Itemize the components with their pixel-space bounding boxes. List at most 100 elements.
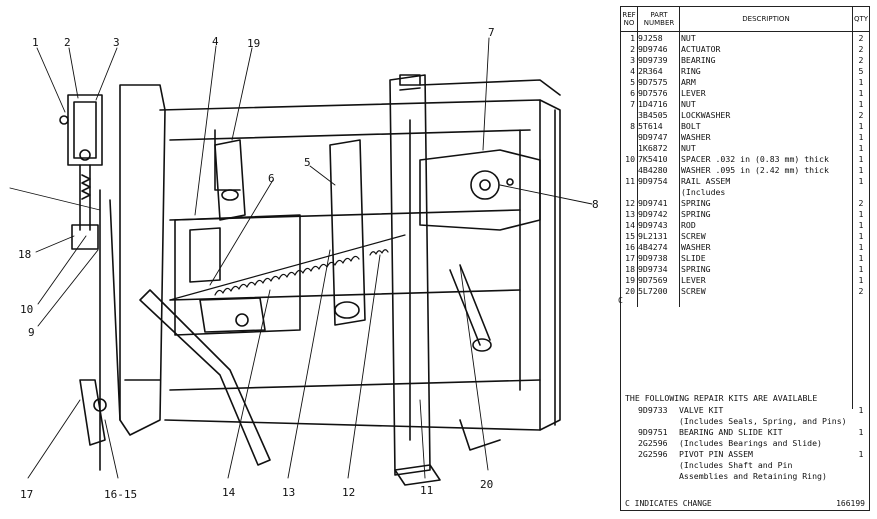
kit-row: (Includes Seals, Spring, and Pins): [621, 416, 869, 427]
callout-5: 5: [304, 156, 311, 169]
drawing-number: 166199: [836, 499, 865, 508]
description-cell: BEARING: [681, 55, 716, 65]
ref-cell: 4: [630, 66, 635, 76]
valve-block: [174, 214, 301, 336]
kit-description: BEARING AND SLIDE KIT: [679, 427, 783, 437]
col-divider: [637, 7, 638, 307]
ref-cell: 18: [625, 264, 635, 274]
qty-cell: 2: [858, 55, 864, 65]
ref-cell: 5: [630, 77, 635, 87]
description-cell: SPRING: [681, 209, 711, 219]
kit-description: VALVE KIT: [679, 405, 724, 415]
part-number-cell: 9D9739: [638, 55, 668, 65]
part-number-cell: 1D4716: [638, 99, 668, 109]
part-number-cell: 9D9738: [638, 253, 668, 263]
ref-cell: 15: [625, 231, 635, 241]
qty-cell: 1: [858, 77, 864, 87]
kit-row: 2G2596(Includes Bearings and Slide): [621, 438, 869, 449]
callout-6: 6: [268, 172, 275, 185]
kit-part-number: 9D9751: [638, 427, 668, 437]
part-number-cell: 4B4274: [638, 242, 668, 252]
kit-qty: 1: [858, 427, 864, 437]
base-frame: [119, 79, 561, 436]
kit-row: (Includes Shaft and Pin: [621, 460, 869, 471]
part-number-cell: 9D9743: [638, 220, 668, 230]
description-cell: ACTUATOR: [681, 44, 721, 54]
part-number-cell: 9L2131: [638, 231, 668, 241]
description-cell: ROD: [681, 220, 696, 230]
part-number-cell: 7K5410: [638, 154, 668, 164]
description-cell: RING: [681, 66, 701, 76]
qty-cell: 1: [858, 220, 864, 230]
part-number-cell: 9D9746: [638, 44, 668, 54]
description-cell: LEVER: [681, 275, 706, 285]
qty-cell: 1: [858, 154, 864, 164]
arm: [329, 139, 366, 326]
description-cell: NUT: [681, 143, 696, 153]
kits-heading: THE FOLLOWING REPAIR KITS ARE AVAILABLE: [625, 393, 818, 403]
description-cell: SLIDE: [681, 253, 706, 263]
change-note: C INDICATES CHANGE: [625, 499, 712, 508]
table-header: REF NO PART NUMBER DESCRIPTION QTY: [621, 7, 869, 32]
kit-description: PIVOT PIN ASSEM: [679, 449, 753, 459]
part-number-cell: 9D7575: [638, 77, 668, 87]
description-cell: NUT: [681, 33, 696, 43]
header-ref: REF NO: [622, 11, 636, 27]
callout-8: 8: [592, 198, 599, 211]
drawing-svg: 1 2 3 4 19 5 6 7 8 18 10 9 17 16-15 14 1…: [9, 26, 599, 501]
ref-cell: 7: [630, 99, 635, 109]
qty-cell: 1: [858, 132, 864, 142]
col-divider: [852, 7, 853, 409]
kit-part-number: 2G2596: [638, 438, 668, 448]
callout-7: 7: [488, 26, 495, 39]
callout-9: 9: [28, 326, 35, 339]
ref-cell: 20: [625, 286, 635, 296]
ref-cell: 14: [625, 220, 635, 230]
description-cell: LOCKWASHER: [681, 110, 731, 120]
part-number-cell: 9D7576: [638, 88, 668, 98]
description-cell: SCREW: [681, 231, 706, 241]
qty-cell: 1: [858, 275, 864, 285]
kit-part-number: 9D9733: [638, 405, 668, 415]
callout-10: 10: [20, 303, 33, 316]
part-number-cell: 9J258: [638, 33, 663, 43]
callout-12: 12: [342, 486, 355, 499]
part-number-cell: 9D7569: [638, 275, 668, 285]
callout-19: 19: [247, 37, 260, 50]
qty-cell: 2: [858, 286, 864, 296]
qty-cell: 2: [858, 44, 864, 54]
table-row: (Includes: [621, 187, 869, 198]
kit-description: Assemblies and Retaining Ring): [679, 471, 827, 481]
callout-11: 11: [420, 484, 433, 497]
qty-cell: 1: [858, 264, 864, 274]
ref-cell: 19: [625, 275, 635, 285]
callout-3: 3: [113, 36, 120, 49]
description-cell: SCREW: [681, 286, 706, 296]
description-cell: SPACER .032 in (0.83 mm) thick: [681, 154, 829, 164]
spring-rod: [169, 234, 406, 301]
callout-16-15: 16-15: [104, 488, 137, 501]
leader-lines: [9, 37, 593, 479]
qty-cell: 1: [858, 176, 864, 186]
ref-cell: 17: [625, 253, 635, 263]
ref-cell: 2: [630, 44, 635, 54]
part-number-cell: 9D9754: [638, 176, 668, 186]
description-cell: RAIL ASSEM: [681, 176, 731, 186]
header-part: PART NUMBER: [643, 11, 675, 27]
qty-cell: 5: [858, 66, 864, 76]
description-cell: BOLT: [681, 121, 701, 131]
parts-list-table: REF NO PART NUMBER DESCRIPTION QTY 1 9J25…: [618, 6, 870, 511]
